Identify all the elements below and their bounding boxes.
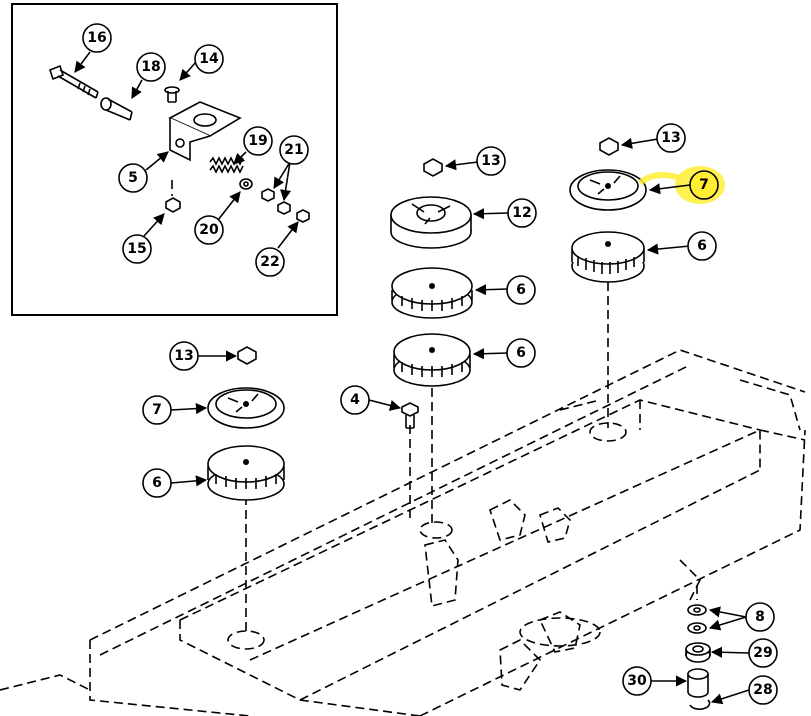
callout-6-middle-upper-label: 6 bbox=[516, 282, 526, 298]
left-stack bbox=[207, 346, 285, 501]
callout-13-middle[interactable]: 13 bbox=[476, 146, 506, 176]
callout-4[interactable]: 4 bbox=[340, 385, 370, 415]
bolt-4 bbox=[401, 402, 419, 429]
callout-6-left-label: 6 bbox=[152, 475, 162, 491]
callout-8-label: 8 bbox=[755, 609, 765, 625]
callout-12[interactable]: 12 bbox=[507, 198, 537, 228]
callout-19-label: 19 bbox=[248, 133, 267, 149]
inset-box bbox=[11, 3, 338, 316]
callout-18[interactable]: 18 bbox=[136, 52, 166, 82]
callout-22-label: 22 bbox=[260, 254, 279, 270]
callout-15-label: 15 bbox=[127, 241, 146, 257]
bracket-5 bbox=[168, 101, 242, 162]
right-stack bbox=[569, 137, 647, 283]
callout-7-left[interactable]: 7 bbox=[142, 395, 172, 425]
pulley-12 bbox=[390, 196, 472, 249]
nut-13-right bbox=[599, 137, 619, 156]
callout-13-right[interactable]: 13 bbox=[656, 123, 686, 153]
nut-22 bbox=[296, 209, 310, 223]
gear-6-left bbox=[207, 445, 285, 501]
nut-13-middle bbox=[423, 158, 443, 177]
callout-13-right-label: 13 bbox=[661, 130, 680, 146]
callout-29[interactable]: 29 bbox=[748, 638, 778, 668]
callout-20-label: 20 bbox=[199, 222, 219, 238]
callout-22[interactable]: 22 bbox=[255, 247, 285, 277]
callout-30-label: 30 bbox=[627, 673, 647, 689]
callout-6-right-label: 6 bbox=[697, 238, 707, 254]
callout-6-right[interactable]: 6 bbox=[687, 231, 717, 261]
callout-20[interactable]: 20 bbox=[194, 215, 224, 245]
callout-6-middle-lower[interactable]: 6 bbox=[506, 338, 536, 368]
callout-28-label: 28 bbox=[753, 682, 772, 698]
callout-5[interactable]: 5 bbox=[118, 163, 148, 193]
callout-7-highlighted[interactable]: 7 bbox=[689, 170, 719, 200]
nut-15 bbox=[165, 180, 181, 213]
callout-8[interactable]: 8 bbox=[745, 602, 775, 632]
middle-stack bbox=[390, 158, 473, 429]
callout-28[interactable]: 28 bbox=[748, 675, 778, 705]
callout-13-middle-label: 13 bbox=[481, 153, 500, 169]
gear-6-middle-lower bbox=[393, 333, 471, 387]
pulley-7-left bbox=[207, 387, 285, 429]
callout-15[interactable]: 15 bbox=[122, 234, 152, 264]
leader-lines bbox=[74, 51, 750, 705]
pulley-7-right bbox=[569, 169, 647, 211]
callout-4-label: 4 bbox=[350, 392, 360, 408]
snap-ring-28 bbox=[689, 699, 711, 710]
callout-6-left[interactable]: 6 bbox=[142, 468, 172, 498]
callout-21-label: 21 bbox=[284, 142, 303, 158]
callout-16[interactable]: 16 bbox=[82, 23, 112, 53]
gear-6-middle-upper bbox=[391, 267, 473, 319]
callout-18-label: 18 bbox=[141, 59, 160, 75]
nut-13-left bbox=[237, 346, 257, 365]
inset-parts bbox=[49, 64, 310, 223]
callout-6-middle-upper[interactable]: 6 bbox=[506, 275, 536, 305]
callout-29-label: 29 bbox=[753, 645, 772, 661]
callout-7-left-label: 7 bbox=[152, 402, 162, 418]
callout-14[interactable]: 14 bbox=[194, 44, 224, 74]
bushing-30 bbox=[687, 668, 709, 698]
lower-right-parts bbox=[685, 604, 711, 710]
gear-6-right bbox=[571, 231, 645, 283]
callout-5-label: 5 bbox=[128, 170, 138, 186]
screw-14 bbox=[164, 86, 180, 103]
callout-6-middle-lower-label: 6 bbox=[516, 345, 526, 361]
callout-7-highlighted-label: 7 bbox=[699, 177, 709, 193]
callout-14-label: 14 bbox=[199, 51, 219, 67]
pin-18 bbox=[100, 97, 133, 121]
bolt-16 bbox=[49, 64, 99, 99]
callout-13-left[interactable]: 13 bbox=[169, 341, 199, 371]
callout-16-label: 16 bbox=[87, 30, 106, 46]
nuts-21 bbox=[261, 188, 291, 215]
bearing-29 bbox=[685, 642, 711, 663]
callout-19[interactable]: 19 bbox=[243, 126, 273, 156]
chassis-frame bbox=[0, 349, 806, 716]
callout-21[interactable]: 21 bbox=[279, 135, 309, 165]
callout-30[interactable]: 30 bbox=[622, 666, 652, 696]
callout-13-left-label: 13 bbox=[174, 348, 193, 364]
callout-12-label: 12 bbox=[512, 205, 531, 221]
